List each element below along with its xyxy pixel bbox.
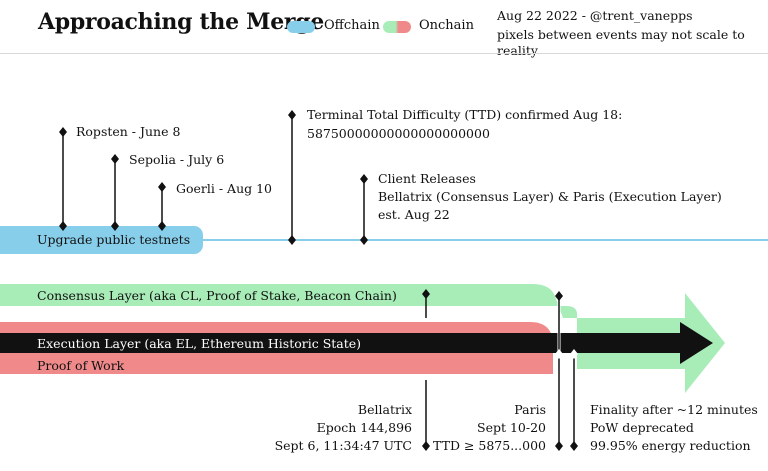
paris-marker-bottom xyxy=(555,441,563,451)
proof-of-work-label: Proof of Work xyxy=(37,358,125,373)
paris-line1: Paris xyxy=(514,402,546,417)
client-release-label: Client Releases Bellatrix (Consensus Lay… xyxy=(378,171,722,223)
client-release-marker-top xyxy=(360,174,368,184)
header-divider xyxy=(0,53,768,54)
client-release-line1: Client Releases xyxy=(378,171,476,186)
sepolia-label: Sepolia - July 6 xyxy=(129,152,225,167)
finality-marker-top xyxy=(570,349,578,359)
paris-line3: TTD ≥ 5875...000 xyxy=(433,438,546,453)
ttd-label: Terminal Total Difficulty (TTD) confirme… xyxy=(307,107,622,142)
legend-onchain-swatch xyxy=(383,21,411,33)
testnet-bar-label: Upgrade public testnets xyxy=(37,232,191,247)
client-release-line3: est. Aug 22 xyxy=(378,207,450,222)
bellatrix-line2: Epoch 144,896 xyxy=(316,420,412,435)
ropsten-label: Ropsten - June 8 xyxy=(76,124,181,139)
page-title: Approaching the Merge xyxy=(38,9,324,35)
client-release-marker-bottom xyxy=(360,235,368,245)
execution-layer-arrow xyxy=(0,322,713,364)
bellatrix-label: Bellatrix Epoch 144,896 Sept 6, 11:34:47… xyxy=(275,402,412,454)
ropsten-marker-bottom xyxy=(59,221,67,231)
client-release-line2: Bellatrix (Consensus Layer) & Paris (Exe… xyxy=(378,189,722,204)
finality-line1: Finality after ~12 minutes xyxy=(590,402,758,417)
sepolia-marker-top xyxy=(111,154,119,164)
ttd-label-line2: 58750000000000000000000 xyxy=(307,126,490,141)
event-markers xyxy=(59,110,578,451)
ttd-label-line1: Terminal Total Difficulty (TTD) confirme… xyxy=(307,107,623,122)
ropsten-marker-top xyxy=(59,127,67,137)
finality-line3: 99.95% energy reduction xyxy=(590,438,751,453)
ttd-marker-bottom xyxy=(288,235,296,245)
legend-offchain-swatch xyxy=(287,21,315,33)
consensus-layer-label: Consensus Layer (aka CL, Proof of Stake,… xyxy=(37,288,397,303)
goerli-marker-top xyxy=(158,182,166,192)
bellatrix-marker-top xyxy=(422,289,430,299)
bellatrix-marker-bottom xyxy=(422,441,430,451)
goerli-marker-bottom xyxy=(158,221,166,231)
finality-line2: PoW deprecated xyxy=(590,420,694,435)
legend-offchain-label: Offchain xyxy=(324,18,380,33)
bellatrix-line3: Sept 6, 11:34:47 UTC xyxy=(274,438,412,453)
testnet-bar xyxy=(0,226,203,254)
ttd-marker-top xyxy=(288,110,296,120)
execution-layer-label: Execution Layer (aka EL, Ethereum Histor… xyxy=(37,336,362,351)
paris-marker-middle xyxy=(555,349,563,359)
legend-onchain-label: Onchain xyxy=(419,18,474,33)
event-stems xyxy=(62,115,576,446)
paris-label: Paris Sept 10-20 TTD ≥ 5875...000 xyxy=(433,402,546,454)
finality-marker-bottom xyxy=(570,441,578,451)
author-date-line: Aug 22 2022 - @trent_vanepps xyxy=(497,8,693,23)
paris-marker-top xyxy=(555,291,563,301)
scale-disclaimer: pixels between events may not scale to r… xyxy=(497,27,745,58)
bellatrix-line1: Bellatrix xyxy=(357,402,412,417)
finality-label: Finality after ~12 minutes PoW deprecate… xyxy=(590,402,758,454)
paris-line2: Sept 10-20 xyxy=(477,420,546,435)
goerli-label: Goerli - Aug 10 xyxy=(176,181,273,196)
sepolia-marker-bottom xyxy=(111,221,119,231)
